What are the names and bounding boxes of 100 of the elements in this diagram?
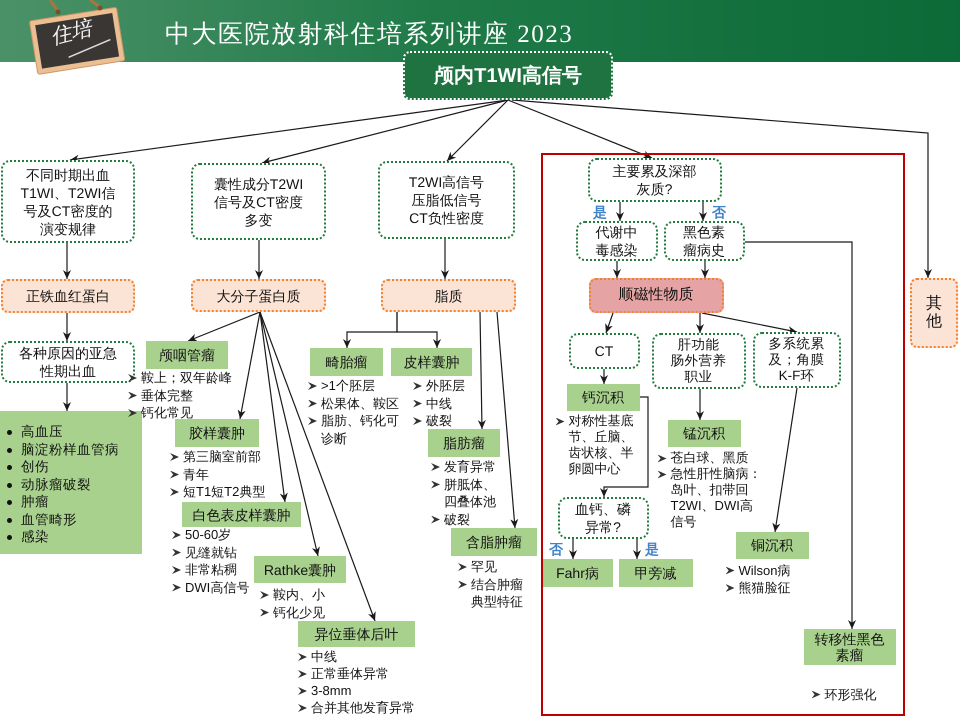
heading-box <box>310 348 383 376</box>
arrow <box>62 383 72 411</box>
node-text: 其他 <box>926 295 942 331</box>
arrow <box>188 311 260 342</box>
node-text: Rathke囊肿 <box>264 560 336 578</box>
bullet-item: 破裂 <box>431 510 470 528</box>
node-text: 颅咽管瘤 <box>159 346 215 364</box>
arrow <box>259 312 320 556</box>
bullet-item: 见缝就钻 <box>172 544 237 561</box>
node-text: 含脂肿瘤 <box>466 533 522 551</box>
arrow <box>446 100 508 162</box>
heading-box <box>391 348 472 376</box>
bullet-item: 钙化常见 <box>128 404 193 422</box>
node-text: 代谢中毒感染 <box>594 222 638 258</box>
bullet-item: 脑淀粉样血管病 <box>5 440 119 458</box>
page-title: 中大医院放射科住培系列讲座 2023 <box>165 20 574 50</box>
node-text: 脂肪瘤 <box>443 434 485 452</box>
category-box <box>381 279 516 312</box>
node-text: 锰沉积 <box>683 424 725 442</box>
bullet-item: 破裂 <box>413 412 452 430</box>
arrow <box>62 243 72 279</box>
question-box <box>558 496 648 538</box>
arrow <box>259 312 288 502</box>
bullet-item: Wilson病 <box>726 562 791 579</box>
bullet-item: 肿瘤 <box>5 493 49 510</box>
bullet-item: 结合肿瘤典型特征 <box>458 576 526 610</box>
arrow <box>696 389 704 420</box>
node-text: 多系统累及；角膜K-F环 <box>768 336 826 384</box>
bullet-item: 正常垂体异常 <box>298 665 389 682</box>
node-text: 大分子蛋白质 <box>216 286 300 304</box>
node-text: 畸胎瘤 <box>326 353 368 371</box>
list-panel <box>0 411 142 554</box>
node-text: 主要累及深部灰质? <box>612 162 698 198</box>
dotted-box <box>652 332 746 388</box>
bullet-item: 急性肝性脑病：岛叶、扣带回T2WI、DWI高信号 <box>658 466 764 530</box>
bullet-item: 脂肪、钙化可诊断 <box>308 412 403 447</box>
heading-box <box>182 502 301 527</box>
arrow <box>262 99 508 165</box>
node-text: 不同时期出血T1WI、T2WI信号及CT密度的演变规律 <box>20 166 116 238</box>
arrow <box>238 312 261 420</box>
node-text: 肠外营养 <box>670 352 726 368</box>
dotted-box <box>568 332 640 368</box>
arrow <box>745 241 856 629</box>
bullet-item: 合并其他发育异常 <box>298 699 415 716</box>
node-text: 各种原因的亚急性期出血 <box>18 344 118 380</box>
bullet-item: 第三脑室前部 <box>170 448 261 466</box>
edge-label: 否 <box>548 541 564 557</box>
node-text: 白色表皮样囊肿 <box>192 506 290 524</box>
arrow <box>696 313 704 333</box>
node-text: 血钙、磷异常? <box>574 500 632 536</box>
arrow <box>600 369 608 384</box>
bullet-item: 中线 <box>298 648 337 665</box>
dotted-box <box>191 163 326 240</box>
arrow <box>496 312 518 528</box>
arrow <box>254 240 264 279</box>
heading-box <box>566 384 640 410</box>
heading-box <box>542 558 612 586</box>
bullet-item: 非常粘稠 <box>172 561 237 578</box>
heading-box <box>254 556 346 583</box>
bullet-item: 对称性基底节、丘脑、齿状核、半卵圆中心 <box>556 412 636 476</box>
heading-box <box>804 628 896 664</box>
bullet-item: 创伤 <box>5 458 49 476</box>
arrow <box>62 313 72 341</box>
node-text: 钙沉积 <box>582 388 624 406</box>
arrow <box>698 202 708 221</box>
node-text: 脂质 <box>434 286 462 304</box>
heading-box <box>736 532 808 558</box>
dotted-box <box>752 332 840 388</box>
node-text: 转移性黑色素瘤 <box>814 630 886 662</box>
arrow <box>700 261 710 278</box>
heading-box <box>668 420 740 446</box>
node-text: 颅内T1WI高信号 <box>434 64 582 88</box>
category-box <box>191 279 326 312</box>
node-text: 铜沉积 <box>751 536 793 554</box>
bullet-item: 血管畸形 <box>5 510 77 528</box>
bullet-item: 熊猫脸征 <box>726 579 790 596</box>
arrow <box>440 239 450 279</box>
bullet-item: 50-60岁 <box>172 526 232 544</box>
arrow <box>600 396 649 497</box>
arrow <box>632 539 642 559</box>
bullet-item: 环形强化 <box>812 686 876 703</box>
bullet-item: 中线 <box>413 394 452 412</box>
node-text: 甲旁减 <box>634 564 676 582</box>
node-text: Fahr病 <box>556 564 599 582</box>
node-text: CT <box>594 342 614 360</box>
bullet-item: 罕见 <box>458 558 497 576</box>
arrow <box>396 312 442 348</box>
bullet-item: 短T1短T2典型 <box>170 483 266 500</box>
bullet-item: 发育异常 <box>431 458 496 476</box>
arrow <box>508 99 652 159</box>
heading-box <box>175 419 259 447</box>
bullet-item: 动脉瘤破裂 <box>5 476 91 493</box>
node-text: 肝功能 <box>678 336 720 352</box>
node-text: 职业 <box>684 368 712 384</box>
edge-label: 否 <box>711 204 727 220</box>
node-text: 皮样囊肿 <box>404 353 460 371</box>
dotted-box <box>378 161 515 239</box>
bullet-item: DWI高信号 <box>172 578 250 596</box>
category-box <box>910 278 958 348</box>
node-text: 正铁血红蛋白 <box>26 287 110 305</box>
